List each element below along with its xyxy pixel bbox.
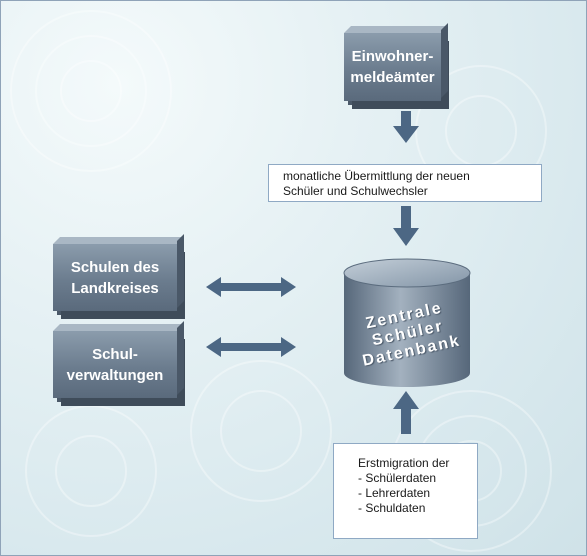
einwohnermeldeaemter-label: Einwohner- meldeämter <box>350 48 435 86</box>
schulverwaltungen-label: Schul- verwaltungen <box>66 345 164 384</box>
schulen-landkreis-box: Schulen des Landkreises <box>53 244 177 311</box>
migration-note-item: - Schülerdaten <box>358 471 437 485</box>
arrow-up-1 <box>393 391 419 434</box>
arrow-down-1 <box>393 111 419 143</box>
migration-note-item: - Lehrerdaten <box>358 486 431 500</box>
einwohnermeldeaemter-box: Einwohner- meldeämter <box>344 33 441 101</box>
arrow-down-2 <box>393 206 419 246</box>
transfer-note-line1: monatliche Übermittlung der neuen <box>283 169 470 183</box>
schulen-landkreis-label: Schulen des Landkreises <box>70 258 160 297</box>
migration-note-title: Erstmigration der <box>358 456 450 470</box>
transfer-note: monatliche Übermittlung der neuen Schüle… <box>268 164 542 202</box>
migration-note: Erstmigration der - Schülerdaten - Lehre… <box>333 443 478 539</box>
database-cylinder <box>343 258 471 387</box>
arrow-bidirectional-2 <box>206 337 296 357</box>
migration-note-item: - Schuldaten <box>358 501 426 515</box>
schulverwaltungen-box: Schul- verwaltungen <box>53 331 177 398</box>
arrow-bidirectional-1 <box>206 277 296 297</box>
transfer-note-line2: Schüler und Schulwechsler <box>283 184 428 198</box>
